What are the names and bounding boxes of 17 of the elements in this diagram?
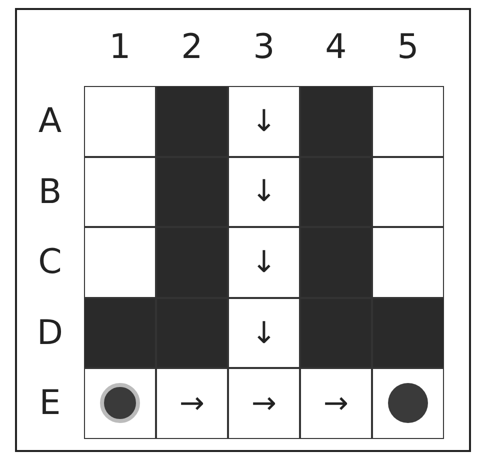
column-header: 2: [180, 26, 204, 68]
arrow-cell: ↓: [228, 298, 300, 368]
arrow-cell: →: [300, 368, 372, 439]
arrow-cell: →: [156, 368, 228, 439]
column-header: 3: [252, 26, 276, 68]
column-header: 1: [108, 26, 132, 68]
arrow-cell: ↓: [228, 86, 300, 157]
column-header: 5: [396, 26, 420, 68]
row-header: A: [37, 100, 63, 142]
column-header: 4: [324, 26, 348, 68]
row-header: E: [38, 382, 62, 424]
arrow-cell: →: [228, 368, 300, 439]
arrow-cell: ↓: [228, 156, 300, 228]
row-header: D: [36, 312, 64, 354]
row-header: C: [37, 241, 63, 284]
row-header: B: [37, 170, 63, 213]
arrow-cell: ↓: [228, 227, 300, 298]
